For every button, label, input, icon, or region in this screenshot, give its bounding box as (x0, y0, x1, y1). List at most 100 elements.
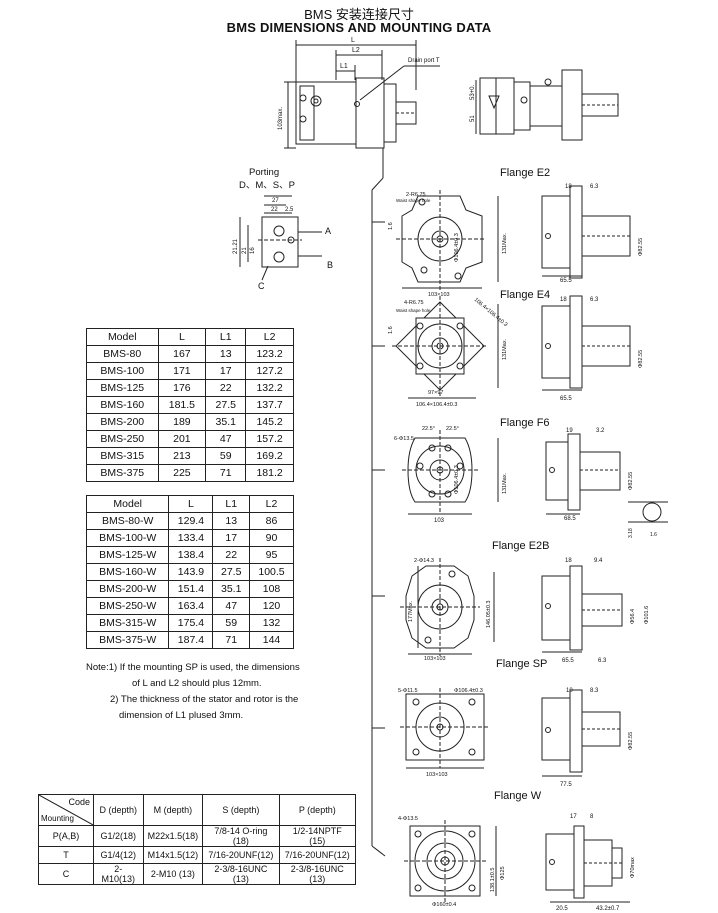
flange-w-d3: 17 (570, 814, 577, 820)
flange-f6-angle-right: 22.5° (446, 426, 459, 432)
porting-subtitle: D、M、S、P (239, 180, 295, 191)
flange-e2b-sq: 103×103 (424, 656, 446, 662)
cell: 2-M10 (13) (142, 863, 204, 885)
cell: 176 (157, 379, 207, 397)
cell: 171 (157, 362, 207, 380)
flange-w-dia: Φ160±0.4 (432, 902, 456, 908)
cell: 2-3/8-16UNC (13) (278, 863, 357, 885)
cell: C (38, 863, 94, 885)
flange-e2-t: 1.6 (388, 222, 394, 230)
flange-w-d1: 138.1±0.5 (490, 868, 496, 892)
cell: 167 (157, 345, 207, 363)
porting-dim-21-21: 21.21 (233, 238, 239, 254)
cell: 7/16-20UNF(12) (278, 846, 357, 864)
cell: 17 (205, 362, 247, 380)
cell: BMS-80 (86, 345, 159, 363)
cell: BMS-315-W (85, 614, 170, 632)
porting-view (239, 195, 322, 281)
flange-w-title: Flange W (494, 790, 542, 802)
flange-e2-title: Flange E2 (500, 167, 550, 179)
flange-e4-d1: 18 (560, 297, 567, 303)
cell: 144 (249, 631, 294, 649)
cell: 189 (157, 413, 207, 431)
flange-e2b-drawing (400, 558, 623, 656)
flange-e4-dia-diag: 106.4×106.4±0.3 (473, 297, 509, 328)
flange-f6-d2: 3.2 (596, 428, 605, 434)
flange-e2b-max: 177Max. (408, 600, 414, 622)
cell: BMS-160-W (85, 563, 170, 581)
flange-e4-drawing (392, 295, 631, 399)
cell: T (38, 846, 94, 864)
cell: 35.1 (205, 413, 247, 431)
flange-e2b-len: 65.5 (562, 658, 574, 664)
porting-dim-27: 27 (272, 198, 279, 204)
header-model: Model (86, 328, 159, 346)
cell: 145.2 (245, 413, 294, 431)
top-side-view (284, 40, 440, 149)
flange-e2-max: 131Max. (502, 232, 508, 254)
cell: BMS-160 (86, 396, 159, 414)
cell: 181.2 (245, 464, 294, 482)
connector-branches (372, 221, 385, 729)
flange-e2-d1: 18 (565, 184, 572, 190)
porting-dim-21: 21 (242, 247, 248, 254)
flange-e2-shaft: Φ82.55 (638, 238, 644, 256)
flange-e2b-shaft2: Φ101.6 (644, 606, 650, 624)
flange-e2-sq: 103×103 (428, 292, 450, 298)
cell: BMS-250-W (85, 597, 170, 615)
note-line: of L and L2 should plus 12mm. (132, 678, 262, 689)
flange-f6-d4: 1.6 (650, 532, 657, 538)
cell: 201 (157, 430, 207, 448)
cell: 169.2 (245, 447, 294, 465)
flange-e4-hole: 4-R6.75 (404, 300, 424, 306)
flange-f6-hole: 6-Φ13.5 (394, 436, 414, 442)
port-b-label: B (327, 260, 333, 270)
cell: BMS-375 (86, 464, 159, 482)
header-l1: L1 (205, 328, 247, 346)
header-l2: L2 (249, 495, 294, 513)
cell: BMS-200 (86, 413, 159, 431)
header-p: P (depth) (278, 794, 357, 826)
flange-w-d4: 8 (590, 814, 594, 820)
flange-e4-max: 131Max. (502, 338, 508, 360)
cell: 17 (212, 529, 251, 547)
dim-l: L (351, 37, 355, 44)
flange-w-drawing (404, 820, 630, 903)
flange-e4-len: 65.5 (560, 396, 572, 402)
cell: 213 (157, 447, 207, 465)
corner-diagonal (39, 795, 95, 826)
cell: M22x1.5(18) (142, 825, 204, 847)
flange-sp-drawing (400, 688, 621, 777)
flange-w-d2: Φ125 (500, 866, 506, 880)
table-header-row: Model L L1 L2 (86, 328, 294, 346)
flange-w-len1: 20.5 (556, 906, 568, 912)
cell: 137.7 (245, 396, 294, 414)
cell: 35.1 (212, 580, 251, 598)
cell: 7/16-20UNF(12) (202, 846, 280, 864)
porting-dim-16: 16 (250, 247, 256, 254)
flange-sp-dia: Φ106.4±0.3 (454, 688, 483, 694)
cell: 13 (212, 512, 251, 530)
flange-f6-d3: 3.18 (628, 528, 634, 538)
header-l: L (157, 328, 207, 346)
cell: 151.4 (168, 580, 214, 598)
cell: 138.4 (168, 546, 214, 564)
flange-e2-d2: 6.3 (590, 184, 599, 190)
cell: BMS-100 (86, 362, 159, 380)
cell: M14x1.5(12) (142, 846, 204, 864)
flange-f6-drawing (402, 430, 668, 523)
flange-sp-d2: 8.3 (590, 688, 599, 694)
porting-title: Porting (249, 167, 279, 178)
cell: 22 (212, 546, 251, 564)
cell: BMS-80-W (85, 512, 170, 530)
cell: 1/2-14NPTF (15) (278, 825, 357, 847)
